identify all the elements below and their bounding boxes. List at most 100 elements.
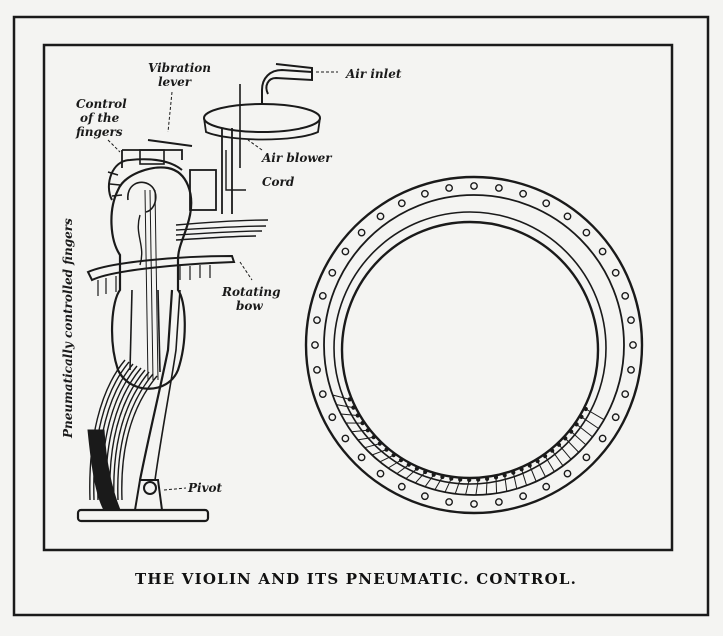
ring-wire-tip [360,421,365,426]
ring-wire-tip [535,459,540,464]
violin-neck-left [129,289,133,371]
ring-wire-tip [476,477,481,482]
ring-wire-tip [351,405,356,410]
ring-wire-tip [467,477,472,483]
ring-hole [470,182,478,190]
ring-wire-tip [431,472,436,477]
violin-head [107,158,183,201]
label-vibration-lever-2: lever [158,75,193,89]
label-control-fingers-3: fingers [75,125,123,139]
ring-hole [313,316,321,324]
ring-hole [470,500,478,508]
label-vibration-lever-1: Vibration [148,61,211,75]
ring-wire [387,459,402,469]
ring-hole [519,189,527,198]
ring-wire [585,408,605,421]
frame-post [138,289,174,481]
ring-hole [341,247,350,256]
frame-post-inner [154,289,181,481]
ring-wire-tip [550,448,555,453]
finger-rails [175,219,269,241]
label-air-inlet: Air inlet [345,67,402,81]
finger-ring-assembly [304,175,644,515]
leader-control [107,139,121,153]
ring-wire-tip [377,441,382,446]
ring-hole [542,199,551,208]
ring-wire [504,475,508,492]
ring-wire [414,471,426,484]
ring-wire [564,438,580,453]
ring-hole [598,247,607,256]
connector-box-2 [139,149,165,165]
ring-wire [351,429,368,433]
ring-hole [519,492,527,501]
ring-hole [357,453,366,462]
control-fingers-bracket [121,149,183,168]
ring-hole [563,212,572,221]
ring-wire [529,465,537,482]
ring-wire-tip [579,414,584,419]
ring-wires [332,394,605,496]
ring-hole [328,413,337,422]
ring-hole [311,341,319,349]
label-pivot: Pivot [187,481,223,495]
ring-wire [512,472,518,489]
ring-wire [340,413,358,416]
ring-wire-tip [440,474,445,480]
ring-wire [379,454,394,463]
ring-hole [445,498,453,506]
ring-wire-tip [527,463,532,468]
ring-wire-tip [563,436,568,441]
ring-wire-tip [423,469,428,475]
ring-wire [495,477,498,494]
violin-mechanism [76,63,338,523]
ring-hole [627,365,635,374]
ring-wire [336,404,354,409]
violin-scroll [127,181,157,213]
ring-wire [364,443,380,449]
air-inlet-pipe [265,63,313,95]
label-pneumatic-fingers: Pneumatically controlled fingers [61,218,75,439]
label-control-fingers-2: of the [80,111,120,125]
air-blower-disc [203,103,321,133]
violin-f-hole [137,214,143,266]
leader-rotating-bow [239,261,253,281]
ring-wire-tip [414,466,419,471]
ring-wire [570,431,587,446]
violin-body [110,166,193,390]
tuning-pegs [107,171,123,197]
ring-wire [551,450,564,467]
ring-hole [598,434,607,443]
ring-hole [563,469,572,478]
label-air-blower: Air blower [261,151,333,165]
ring-wire [357,436,374,441]
ring-wire-tip [583,406,588,412]
label-cord: Cord [262,175,295,189]
inner-frame [42,43,674,552]
ring-hole [397,482,406,491]
ring-hole [376,212,385,221]
violin-strings [144,189,159,381]
ring-inner [340,220,600,480]
ring-wire-tip [406,462,411,467]
ring-hole [621,390,630,398]
ring-hole [357,228,366,237]
label-control-fingers-1: Control [76,97,127,111]
pivot-joint [143,481,157,495]
ring-hole [542,482,551,491]
air-blower-housing [261,68,313,104]
ring-wire [537,460,546,478]
ring-wire [558,444,572,460]
connector-box-1 [189,169,217,211]
ring-wire-tip [574,422,579,427]
ring-wire-tip [449,476,454,481]
ring-hole [420,189,429,198]
ring-wire-tip [493,475,499,480]
ring-hole [611,413,620,422]
ring-holes [311,182,637,508]
ring-wire [475,479,479,496]
ring-mid-outer [323,194,625,496]
ring-wire [424,474,435,488]
leader-pivot [163,487,187,491]
